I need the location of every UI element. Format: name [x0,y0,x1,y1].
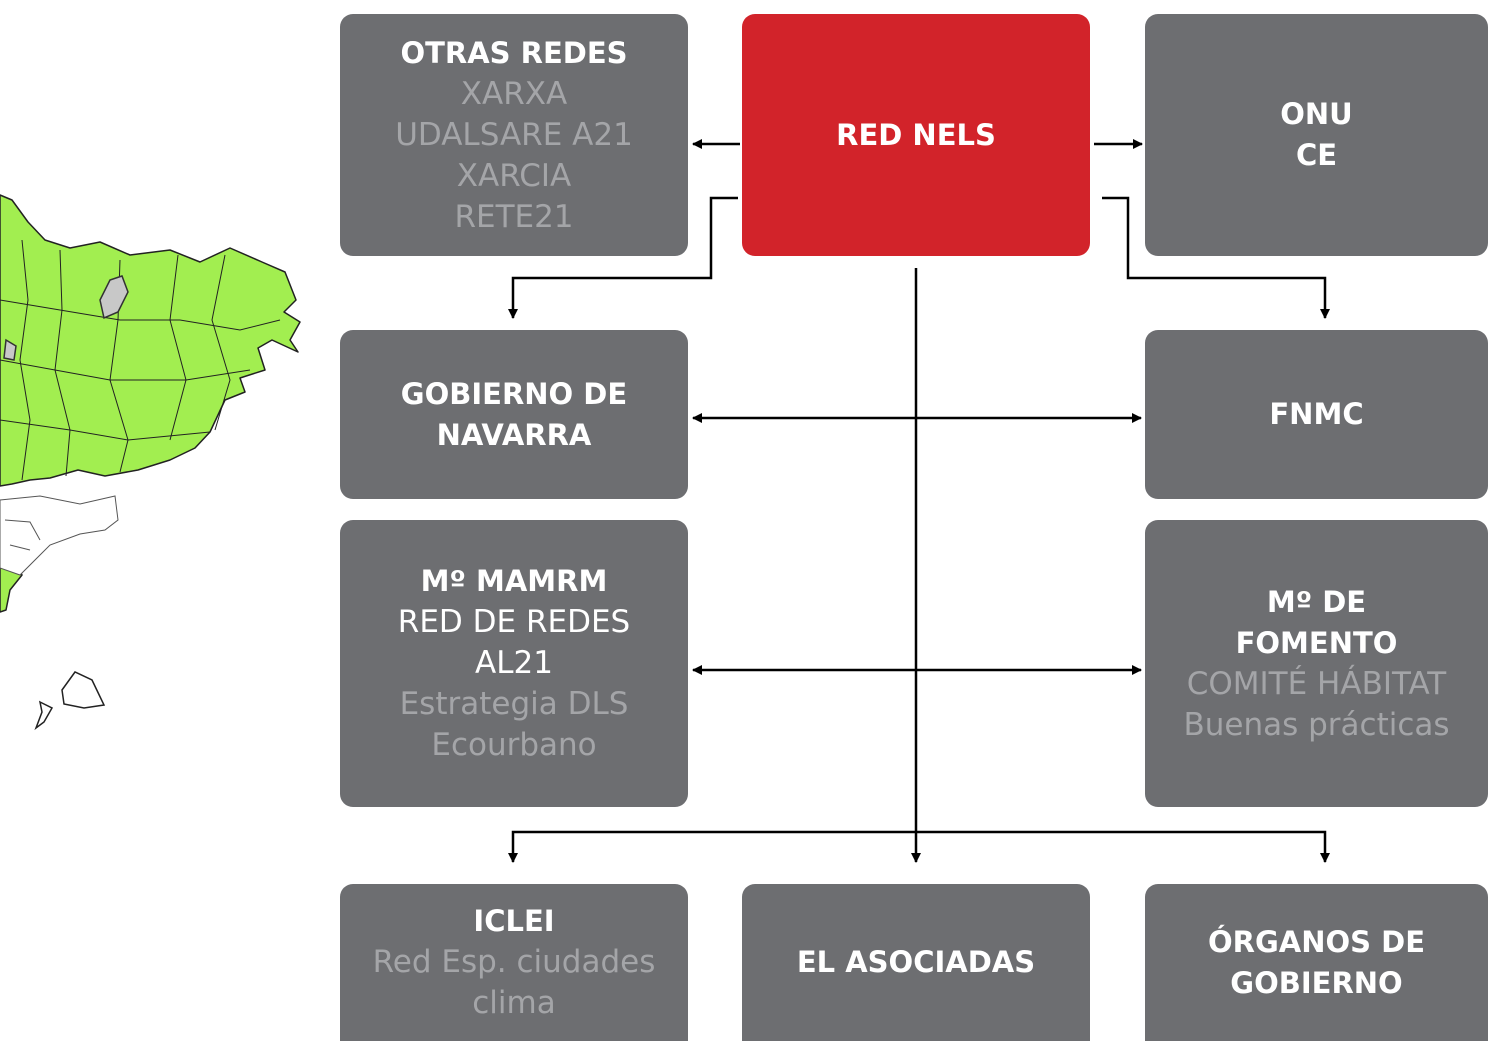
arrow-to-iclei [508,830,916,863]
box-gobierno-navarra-line: NAVARRA [436,417,592,452]
box-iclei-title: ICLEI [473,904,555,938]
box-fomento: Mº DE FOMENTO COMITÉ HÁBITAT Buenas prác… [1145,520,1488,807]
arrow-to-fnmc [1102,196,1330,319]
box-mamrm-sub-gray: Estrategia DLS [399,686,629,722]
box-gobierno-navarra-line: GOBIERNO DE [400,376,628,411]
box-iclei: ICLEI Red Esp. ciudades clima [340,884,688,1041]
box-organos: ÓRGANOS DE GOBIERNO [1145,884,1488,1041]
box-onu-line: CE [1295,138,1338,172]
box-mamrm-title: Mº MAMRM [420,564,608,598]
box-fomento-sub-gray: Buenas prácticas [1183,706,1450,743]
box-otras-redes-line: RETE21 [454,198,574,235]
box-otras-redes-line: XARCIA [456,157,572,194]
box-el-asociadas: EL ASOCIADAS [742,884,1090,1041]
box-fomento-title: Mº DE [1266,584,1367,619]
box-organos-line: ÓRGANOS DE [1207,924,1426,959]
box-fnmc: FNMC [1145,330,1488,499]
box-otras-redes-title: OTRAS REDES [400,35,628,70]
map-green-region [0,194,301,487]
box-gobierno-navarra: GOBIERNO DE NAVARRA [340,330,688,499]
arrow-to-gobierno-navarra [508,196,738,319]
box-el-asociadas-title: EL ASOCIADAS [796,945,1036,979]
box-iclei-sub-gray: Red Esp. ciudades [372,944,656,980]
arrow-to-organos [916,830,1330,863]
box-otras-redes-line: XARXA [460,75,568,112]
box-fomento-title: FOMENTO [1235,625,1398,660]
box-otras-redes-line: UDALSARE A21 [395,116,633,153]
box-mamrm-sub: RED DE REDES [397,604,631,640]
box-onu-line: ONU [1280,97,1353,131]
box-organos-line: GOBIERNO [1230,965,1403,1000]
box-iclei-sub-gray: clima [472,985,556,1021]
box-mamrm-sub: AL21 [475,645,553,681]
box-fomento-sub-gray: COMITÉ HÁBITAT [1186,665,1447,702]
box-mamrm: Mº MAMRM RED DE REDES AL21 Estrategia DL… [340,520,688,807]
box-onu: ONU CE [1145,14,1488,256]
box-red-nels: RED NELS [742,14,1090,256]
box-red-nels-title: RED NELS [836,117,996,152]
box-mamrm-sub-gray: Ecourbano [431,727,597,763]
map-of-spain-icon [0,194,301,731]
box-fnmc-title: FNMC [1269,397,1364,431]
box-otras-redes: OTRAS REDES XARXA UDALSARE A21 XARCIA RE… [340,14,688,256]
